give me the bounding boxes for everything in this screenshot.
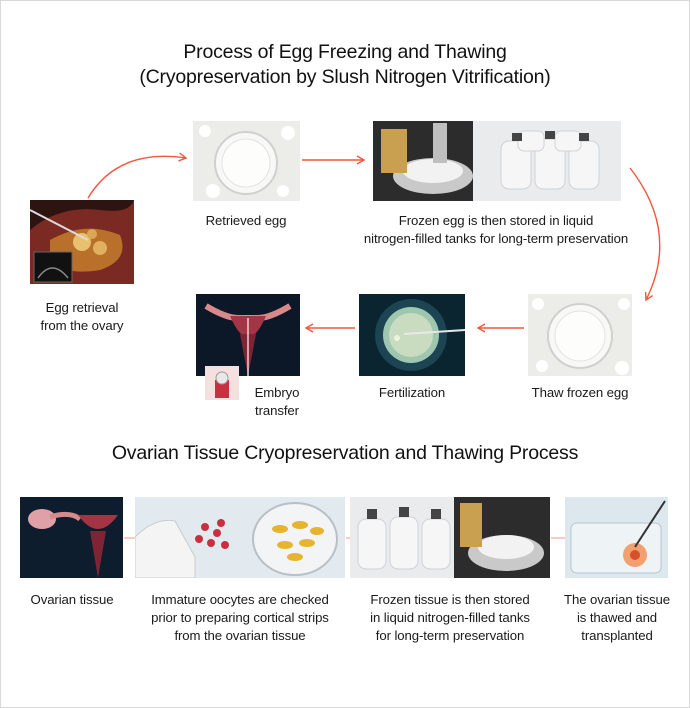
tissue-thaw-image xyxy=(565,497,668,578)
embryo-transfer-label: Embryo transfer xyxy=(254,385,300,418)
egg-retrieval-image xyxy=(30,200,134,284)
tissue-storage-label: Frozen tissue is then stored in liquid n… xyxy=(370,592,530,643)
fertilization-label: Fertilization xyxy=(378,385,446,400)
retrieved-egg-label: Retrieved egg xyxy=(205,213,287,228)
section1-title: Process of Egg Freezing and Thawing xyxy=(183,41,507,63)
thaw-egg-image xyxy=(528,294,632,376)
section2-title: Ovarian Tissue Cryopreservation and Thaw… xyxy=(111,442,579,464)
stored-egg-label: Frozen egg is then stored in liquid nitr… xyxy=(363,213,629,246)
storage-tanks-image xyxy=(373,121,621,201)
oocyte-check-image xyxy=(135,497,345,578)
oocyte-check-label: Immature oocytes are checked prior to pr… xyxy=(151,592,329,643)
tissue-thaw-label: The ovarian tissue is thawed and transpl… xyxy=(564,592,670,643)
retrieved-egg-image xyxy=(193,121,300,201)
section1-subtitle: (Cryopreservation by Slush Nitrogen Vitr… xyxy=(139,66,551,88)
embryo-transfer-image xyxy=(196,294,300,376)
egg-retrieval-label: Egg retrieval from the ovary xyxy=(40,300,124,333)
ovarian-tissue-label: Ovarian tissue xyxy=(30,592,114,607)
embryo-inset-image xyxy=(205,366,239,400)
thaw-egg-label: Thaw frozen egg xyxy=(531,385,629,400)
fertilization-image xyxy=(359,294,465,376)
tissue-storage-image xyxy=(350,497,550,578)
ovarian-tissue-image xyxy=(20,497,123,578)
